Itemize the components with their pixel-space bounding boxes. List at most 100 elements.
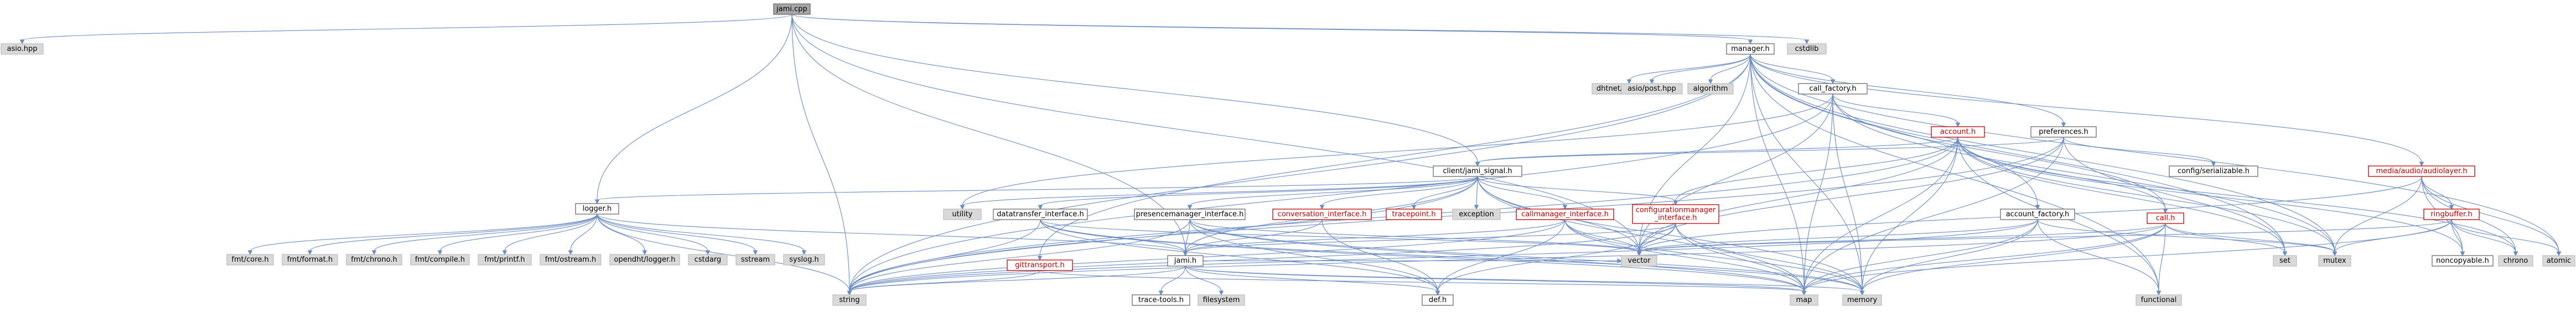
node-configurationmanager-interface-h[interactable]: configurationmanager_interface.h — [1632, 204, 1719, 224]
node-algorithm: algorithm — [1687, 83, 1734, 95]
edge-call-h-to-mutex — [2165, 223, 2337, 257]
node-media-audio-audiolayer-h[interactable]: media/audio/audiolayer.h — [2368, 165, 2475, 177]
edge-ringbuffer-h-to-atomic — [2451, 219, 2562, 257]
node-preferences-h[interactable]: preferences.h — [2030, 126, 2097, 138]
edge-preferences-h-to-config-serializable-h — [2063, 137, 2216, 167]
edge-logger-h-to-fmt-format-h — [307, 214, 598, 256]
edge-call-h-to-functional — [2156, 223, 2166, 296]
edge-account-h-to-call-h — [1957, 137, 2168, 214]
node-callmanager-interface-h[interactable]: callmanager_interface.h — [1516, 209, 1614, 220]
node-tracepoint-h[interactable]: tracepoint.h — [1386, 209, 1442, 220]
edge-client-jami-signal-h-to-presencemanager-interface-h — [1187, 176, 1478, 210]
edge-callmanager-interface-h-to-memory — [1564, 219, 1865, 296]
node-box — [1452, 209, 1501, 220]
node-account-h[interactable]: account.h — [1931, 126, 1985, 138]
node-box — [2542, 255, 2575, 267]
node-label: manager.h — [1731, 45, 1770, 53]
node-label: jami.h — [1174, 257, 1196, 265]
edge-logger-h-to-cstdarg — [597, 214, 711, 256]
edge-media-audio-audiolayer-h-to-ringbuffer-h — [2421, 176, 2454, 210]
edge-client-jami-signal-h-to-utility — [960, 176, 1478, 210]
node-box — [1787, 43, 1827, 55]
node-label: gittransport.h — [1015, 261, 1064, 269]
node-box — [783, 254, 825, 266]
node-set: set — [2273, 255, 2297, 267]
node-box — [1516, 209, 1614, 220]
edge-manager-h-to-call-factory-h — [1750, 54, 1836, 85]
node-trace-tools-h[interactable]: trace-tools.h — [1132, 294, 1190, 306]
node-label: tracepoint.h — [1392, 210, 1435, 219]
edge-preferences-h-to-client-jami-signal-h — [1475, 137, 2064, 167]
node-label: sstream — [741, 256, 770, 264]
node-label: noncopyable.h — [2436, 257, 2489, 265]
node-box — [226, 254, 274, 266]
node-manager-h[interactable]: manager.h — [1726, 43, 1775, 55]
node-mutex: mutex — [2318, 255, 2351, 267]
node-label: exception — [1459, 210, 1494, 219]
node-box — [1134, 209, 1246, 220]
node-label: jami.cpp — [776, 5, 807, 13]
node-box — [1931, 126, 1985, 138]
node-label: chrono — [2504, 257, 2528, 265]
node-fmt-core-h: fmt/core.h — [226, 254, 274, 266]
node-label: call_factory.h — [1809, 85, 1856, 93]
node-box — [2498, 255, 2533, 267]
node-box — [2030, 126, 2097, 138]
node-utility: utility — [943, 209, 982, 220]
node-box — [1621, 255, 1657, 267]
node-string: string — [832, 294, 867, 306]
node-asio-post-hpp: asio/post.hpp — [1621, 83, 1683, 95]
node-box — [2318, 255, 2351, 267]
edge-configurationmanager-interface-h-to-map — [1675, 223, 1807, 296]
node-functional: functional — [2136, 294, 2182, 306]
edge-account-factory-h-to-functional — [2037, 219, 2162, 296]
node-box — [735, 254, 775, 266]
node-config-serializable-h[interactable]: config/serializable.h — [2169, 165, 2258, 177]
edge-logger-h-to-fmt-core-h — [247, 214, 598, 256]
node-label: conversation_interface.h — [1278, 210, 1367, 219]
node-ringbuffer-h[interactable]: ringbuffer.h — [2423, 209, 2480, 220]
node-gittransport-h[interactable]: gittransport.h — [1007, 259, 1073, 271]
node-box — [773, 3, 811, 15]
edge-jami-h-to-def-h — [1185, 266, 1440, 296]
node-box — [609, 254, 680, 266]
node-box — [1132, 294, 1190, 306]
edge-call-factory-h-to-mutex — [1832, 93, 2337, 257]
node-label: call.h — [2156, 214, 2175, 222]
edge-jami-cpp-to-jami-h — [791, 14, 1188, 257]
node-jami-cpp[interactable]: jami.cpp — [773, 3, 811, 15]
node-box — [2368, 165, 2475, 177]
edge-client-jami-signal-h-to-configurationmanager-interface-h — [1477, 176, 1678, 206]
node-account-factory-h[interactable]: account_factory.h — [2000, 209, 2075, 220]
node-opendht-logger-h: opendht/logger.h — [609, 254, 680, 266]
node-client-jami-signal-h[interactable]: client/jami_signal.h — [1433, 165, 1522, 177]
node-noncopyable-h[interactable]: noncopyable.h — [2432, 255, 2494, 267]
node-label: configurationmanager — [1636, 206, 1716, 215]
edge-logger-h-to-syslog-h — [597, 214, 807, 256]
node-label: def.h — [1429, 296, 1447, 304]
node-box — [943, 209, 982, 220]
node-label: ringbuffer.h — [2430, 210, 2472, 219]
node-box — [2273, 255, 2297, 267]
node-label: utility — [952, 210, 973, 219]
node-def-h[interactable]: def.h — [1422, 294, 1454, 306]
node-call-factory-h[interactable]: call_factory.h — [1798, 83, 1868, 95]
node-chrono: chrono — [2498, 255, 2533, 267]
node-label: trace-tools.h — [1138, 296, 1184, 304]
edge-client-jami-signal-h-to-exception — [1474, 176, 1479, 210]
edge-jami-h-to-memory — [1185, 266, 1865, 296]
node-logger-h[interactable]: logger.h — [575, 203, 619, 215]
node-call-h[interactable]: call.h — [2147, 212, 2184, 224]
node-label: atomic — [2547, 257, 2571, 265]
node-label: fmt/chrono.h — [351, 256, 397, 264]
node-conversation-interface-h[interactable]: conversation_interface.h — [1272, 209, 1372, 220]
node-datatransfer-interface-h[interactable]: datatransfer_interface.h — [993, 209, 1088, 220]
node-jami-h[interactable]: jami.h — [1167, 255, 1204, 267]
edge-client-jami-signal-h-to-callmanager-interface-h — [1477, 176, 1568, 210]
node-box — [1687, 83, 1734, 95]
node-label: callmanager_interface.h — [1521, 210, 1609, 219]
node-box — [1433, 165, 1522, 177]
node-box — [1272, 209, 1372, 220]
node-label: cstdlib — [1795, 45, 1819, 53]
node-presencemanager-interface-h[interactable]: presencemanager_interface.h — [1134, 209, 1246, 220]
